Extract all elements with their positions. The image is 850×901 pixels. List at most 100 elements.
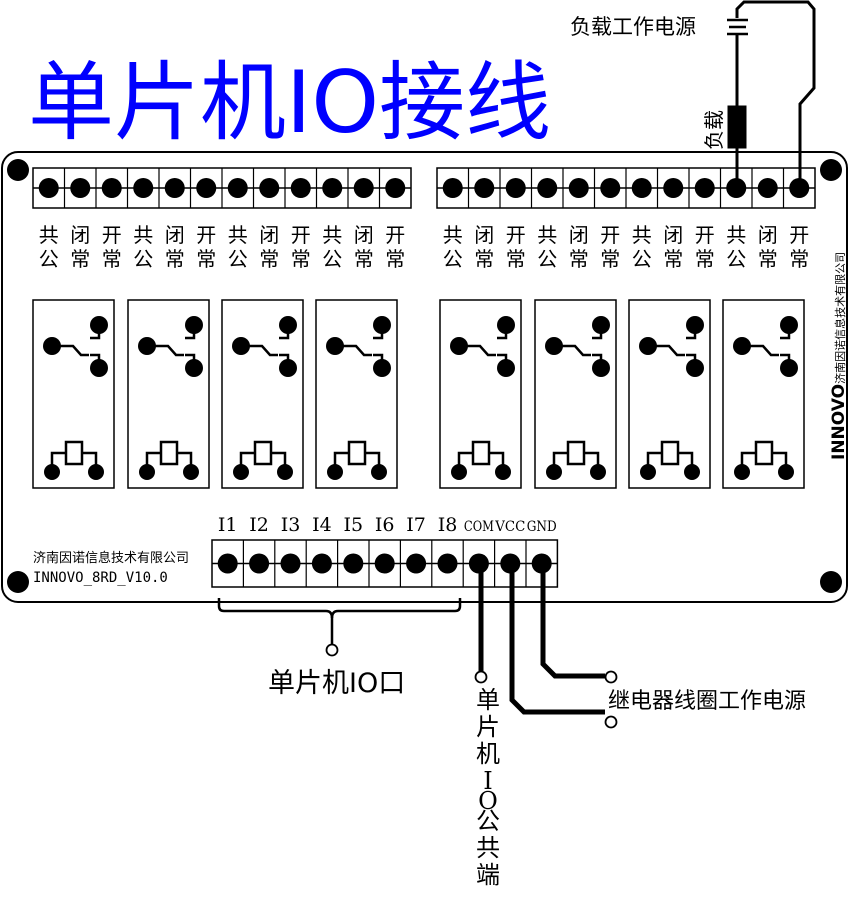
gnd-terminal-icon xyxy=(604,670,618,684)
relay xyxy=(628,299,711,489)
terminal-label-top: 共 xyxy=(322,223,342,247)
input-terminal-label: I1 xyxy=(218,514,238,536)
switch-arm-icon xyxy=(241,344,278,357)
io-common-char: 端 xyxy=(476,861,500,889)
relay xyxy=(32,299,115,489)
io-common-char: 公 xyxy=(476,807,500,835)
input-terminal-label: I7 xyxy=(406,514,426,536)
screw-terminal-icon[interactable] xyxy=(353,178,374,198)
terminal-label-bottom: 常 xyxy=(385,247,405,271)
coil-icon xyxy=(347,440,367,466)
relay-pin-icon xyxy=(780,316,798,334)
relay-pin-icon xyxy=(592,359,610,377)
screw-terminal-icon[interactable] xyxy=(505,178,526,198)
screw-terminal-icon[interactable] xyxy=(217,553,238,574)
relay-pin-icon xyxy=(183,464,199,480)
screw-terminal-icon[interactable] xyxy=(600,178,621,198)
screw-terminal-icon[interactable] xyxy=(631,178,652,198)
screw-terminal-icon[interactable] xyxy=(259,178,280,198)
output-wires xyxy=(478,565,605,715)
relay-pin-icon xyxy=(497,359,515,377)
relay-pin-icon xyxy=(686,316,704,334)
io-bracket xyxy=(217,598,462,657)
screw-terminal-icon[interactable] xyxy=(500,553,521,574)
terminal-label-top: 闭 xyxy=(758,223,778,247)
screw-terminal-icon[interactable] xyxy=(38,178,59,198)
relay-pin-icon xyxy=(279,359,297,377)
return-wire xyxy=(735,0,816,188)
terminal-label-top: 共 xyxy=(726,223,746,247)
screw-terminal-icon[interactable] xyxy=(290,178,311,198)
contact-no-icon xyxy=(185,353,196,362)
load-circuit: 负载工作电源 负载 xyxy=(570,0,816,188)
terminal-label-top: 开 xyxy=(102,223,122,247)
switch-arm-icon xyxy=(335,344,372,357)
screw-terminal-icon[interactable] xyxy=(249,553,270,574)
terminal-label-bottom: 常 xyxy=(354,247,374,271)
screw-terminal-icon[interactable] xyxy=(757,178,778,198)
screw-terminal-icon[interactable] xyxy=(385,178,406,198)
screw-terminal-icon[interactable] xyxy=(663,178,684,198)
terminal-label-top: 开 xyxy=(789,223,809,247)
screw-terminal-icon[interactable] xyxy=(437,553,458,574)
relay xyxy=(221,299,304,489)
switch-arm-icon xyxy=(147,344,184,357)
terminal-label-bottom: 常 xyxy=(569,247,589,271)
screw-terminal-icon[interactable] xyxy=(101,178,122,198)
screw-terminal-icon[interactable] xyxy=(70,178,91,198)
com-terminal-icon xyxy=(474,670,488,684)
terminal-label-top: 共 xyxy=(537,223,557,247)
terminal-label-top: 开 xyxy=(506,223,526,247)
io-common-char: I xyxy=(483,767,492,795)
terminal-label-bottom: 常 xyxy=(474,247,494,271)
terminal-label-bottom: 公 xyxy=(537,247,557,271)
input-terminal-label: I2 xyxy=(249,514,269,536)
screw-terminal-icon[interactable] xyxy=(406,553,427,574)
screw-terminal-icon[interactable] xyxy=(468,553,489,574)
terminal-label-bottom: 常 xyxy=(789,247,809,271)
screw-terminal-icon[interactable] xyxy=(343,553,364,574)
terminal-label-top: 共 xyxy=(632,223,652,247)
relay-outline xyxy=(127,299,210,489)
coil-icon xyxy=(64,440,84,466)
screw-terminal-icon[interactable] xyxy=(227,178,248,198)
contact-no-icon xyxy=(592,353,603,362)
relay-outline xyxy=(315,299,398,489)
terminal-label-top: 开 xyxy=(385,223,405,247)
relay-outline xyxy=(32,299,115,489)
screw-terminal-icon[interactable] xyxy=(474,178,495,198)
screw-terminal-icon[interactable] xyxy=(164,178,185,198)
screw-terminal-icon[interactable] xyxy=(133,178,154,198)
load-label: 负载 xyxy=(702,110,726,150)
terminal-label-top: 共 xyxy=(39,223,59,247)
input-terminal-label: VCC xyxy=(494,519,525,535)
screw-terminal-icon[interactable] xyxy=(537,178,558,198)
load-power-label: 负载工作电源 xyxy=(570,15,696,39)
battery-icon xyxy=(727,18,748,36)
screw-terminal-icon[interactable] xyxy=(789,178,810,198)
screw-terminal-icon[interactable] xyxy=(374,553,395,574)
screw-terminal-icon[interactable] xyxy=(568,178,589,198)
mount-hole-icon xyxy=(7,159,29,181)
screw-terminal-icon[interactable] xyxy=(196,178,217,198)
terminal-label-bottom: 公 xyxy=(133,247,153,271)
model-label: INNOVO_8RD_V10.0 xyxy=(33,570,168,586)
screw-terminal-icon[interactable] xyxy=(694,178,715,198)
screw-terminal-icon[interactable] xyxy=(280,553,301,574)
relay-pin-icon xyxy=(684,464,700,480)
screw-terminal-icon[interactable] xyxy=(442,178,463,198)
terminal-label-top: 开 xyxy=(600,223,620,247)
terminal-label-bottom: 常 xyxy=(758,247,778,271)
relay-pin-icon xyxy=(451,464,467,480)
screw-terminal-icon[interactable] xyxy=(726,178,747,198)
contact-no-icon xyxy=(279,353,290,362)
terminal-label-bottom: 常 xyxy=(291,247,311,271)
screw-terminal-icon[interactable] xyxy=(311,553,332,574)
screw-terminal-icon[interactable] xyxy=(531,553,552,574)
contact-nc-icon xyxy=(90,330,101,340)
screw-terminal-icon[interactable] xyxy=(322,178,343,198)
